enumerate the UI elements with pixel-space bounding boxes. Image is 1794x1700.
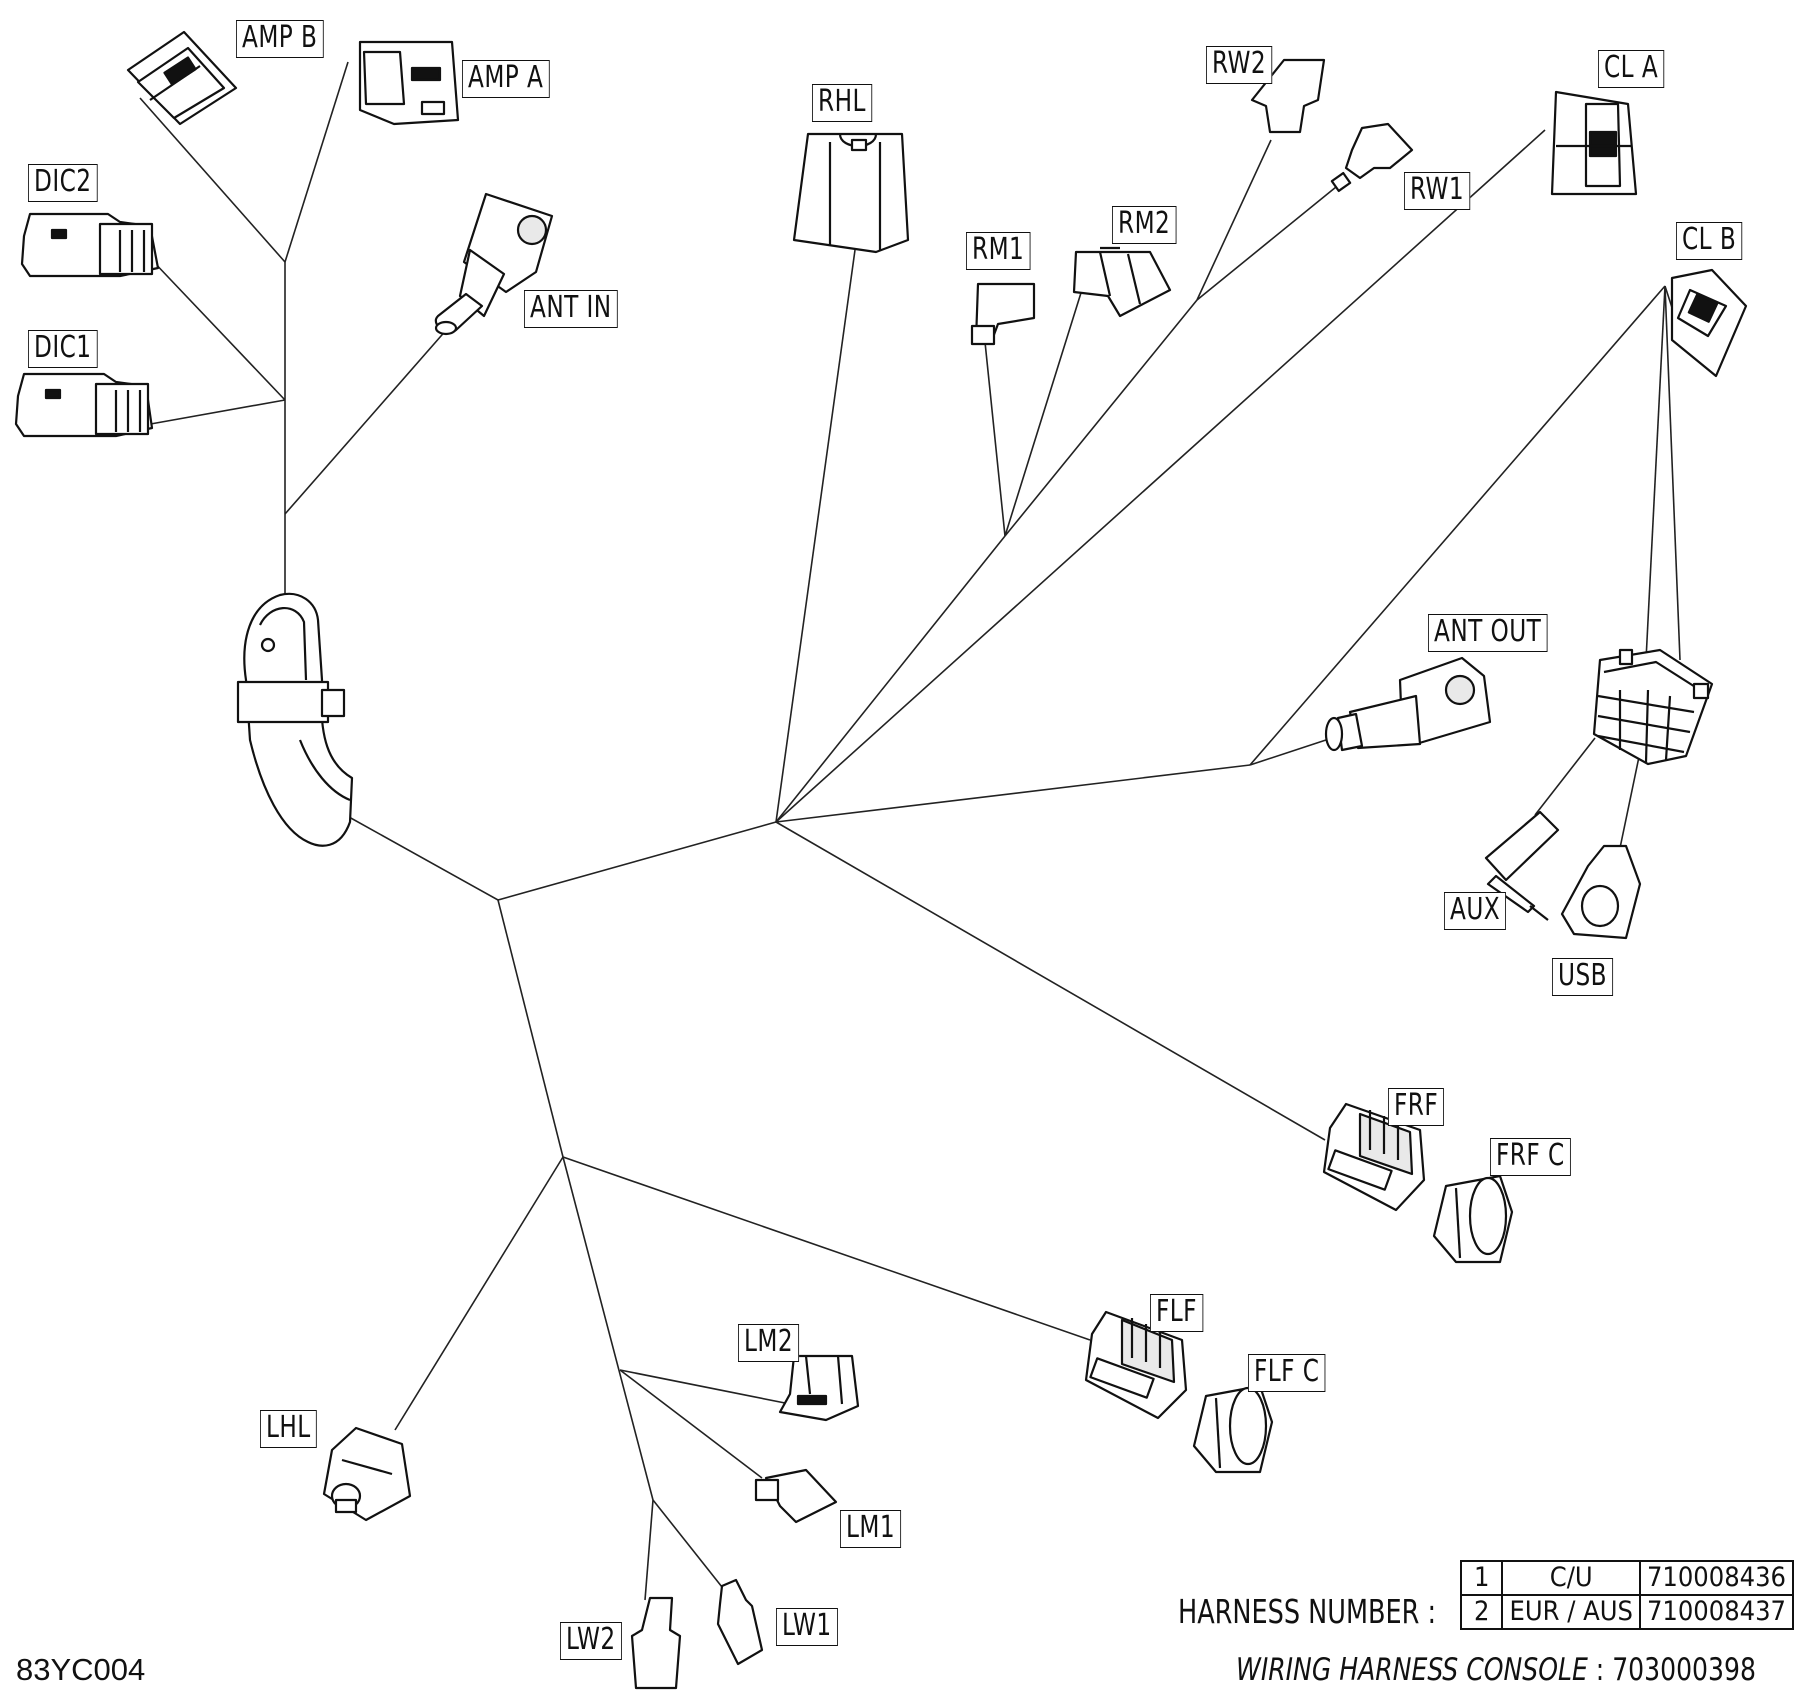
label-rw2: RW2 [1206,46,1273,84]
harness-part-number: 703000398 [1612,1652,1756,1688]
rm1-connector-icon [970,282,1036,346]
lw1-connector-icon [716,1578,764,1666]
label-cl-a: CL A [1598,50,1665,88]
rm2-connector-icon [1072,246,1172,318]
wire-ant-out [1249,737,1333,766]
wire-rw-branch [1004,299,1198,537]
label-lw2: LW2 [560,1622,622,1660]
harness-row-variant: C/U [1501,1560,1641,1596]
wire-trunk [339,811,777,901]
wire-frf [775,821,1326,1141]
wire-lm1 [619,1369,763,1479]
wire-rm-branch [775,535,1006,823]
label-frf-c: FRF C [1490,1138,1571,1176]
dic1-connector-icon [14,372,154,438]
wire-dic1 [144,399,286,426]
usb-plug-icon [1560,844,1642,940]
wire-trunk-lower [497,899,564,1158]
harness-row-part: 710008436 [1638,1560,1794,1596]
harness-title-footer: WIRING HARNESS CONSOLE : 703000398 [1236,1652,1756,1688]
label-lm1: LM1 [840,1510,902,1548]
drawing-code: 83YC004 [16,1652,146,1687]
wire-rw1 [1196,186,1337,301]
label-rhl: RHL [812,84,872,122]
wire-usb [1619,751,1641,849]
wire-rhl [775,249,856,823]
label-rw1: RW1 [1404,172,1471,210]
label-rm2: RM2 [1112,206,1177,244]
label-lw1: LW1 [776,1608,838,1646]
label-rm1: RM1 [966,232,1031,270]
label-flf: FLF [1150,1294,1203,1332]
wire-lhl [394,1156,564,1431]
wire-hub-a [1645,285,1666,661]
wire-lm2 [619,1369,786,1404]
label-frf: FRF [1388,1088,1445,1126]
harness-row-number: 2 [1459,1594,1504,1630]
rhl-connector-icon [792,132,910,254]
label-amp-a: AMP A [462,60,550,98]
harness-row-part: 710008437 [1638,1594,1794,1630]
lhl-connector-icon [322,1426,412,1522]
dic2-connector-icon [20,212,160,278]
cl-b-connector-icon [1670,268,1748,378]
ant-out-connector-icon [1324,656,1492,752]
wire-lm-spine [562,1156,654,1501]
wire-lw1 [652,1499,723,1588]
table-row: 2 EUR / AUS 710008437 [1459,1594,1794,1630]
wire-ant-in [284,327,449,515]
frf-cap-icon [1432,1174,1514,1264]
flf-connector-icon [1084,1310,1188,1420]
label-ant-in: ANT IN [524,290,618,328]
amp-a-connector-icon [358,40,460,126]
frf-connector-icon [1322,1102,1426,1212]
amp-b-connector-icon [126,30,238,126]
label-flf-c: FLF C [1248,1354,1326,1392]
flf-cap-icon [1192,1384,1274,1474]
wire-cl-out [775,764,1251,823]
label-aux: AUX [1444,892,1507,930]
harness-row-number: 1 [1459,1560,1504,1596]
label-lm2: LM2 [738,1324,800,1362]
wire-dic2 [149,257,286,401]
wire-hub-b [1664,285,1681,661]
rw1-connector-icon [1330,122,1414,193]
wire-cl-a [775,129,1546,823]
aux-jack-icon [1484,810,1560,921]
wire-rm2 [1004,279,1086,537]
wire-amp-b [139,97,286,263]
lm1-connector-icon [754,1468,838,1524]
wire-aux [1534,737,1596,816]
harness-title-separator: : [1595,1652,1605,1688]
usb-aux-module-icon [1592,648,1714,766]
wire-lw2 [644,1499,654,1601]
ant-in-connector-icon [434,192,554,336]
harness-title: WIRING HARNESS CONSOLE [1236,1652,1588,1688]
cl-a-connector-icon [1550,90,1638,196]
lm2-connector-icon [778,1354,860,1422]
harness-number-label: HARNESS NUMBER : [1178,1592,1436,1631]
table-row: 1 C/U 710008436 [1459,1560,1794,1596]
wire-cl-b [1249,285,1666,766]
harness-wires [139,61,1681,1601]
wire-rw2 [1196,139,1272,301]
harness-number-table: 1 C/U 710008436 2 EUR / AUS 710008437 [1459,1560,1794,1630]
wire-amp-a [284,61,349,263]
harness-number-separator: : [1427,1592,1437,1631]
label-ant-out: ANT OUT [1428,614,1548,652]
wire-flf [562,1156,1091,1341]
label-dic2: DIC2 [28,164,98,202]
lw2-connector-icon [630,1596,682,1690]
label-amp-b: AMP B [236,20,324,58]
wire-rm1 [984,341,1006,537]
harness-number-text: HARNESS NUMBER [1178,1592,1420,1631]
main-harness-connector-icon [236,592,354,847]
label-lhl: LHL [260,1410,317,1448]
label-cl-b: CL B [1676,222,1743,260]
harness-row-variant: EUR / AUS [1501,1594,1641,1630]
label-dic1: DIC1 [28,330,98,368]
label-usb: USB [1552,958,1613,996]
